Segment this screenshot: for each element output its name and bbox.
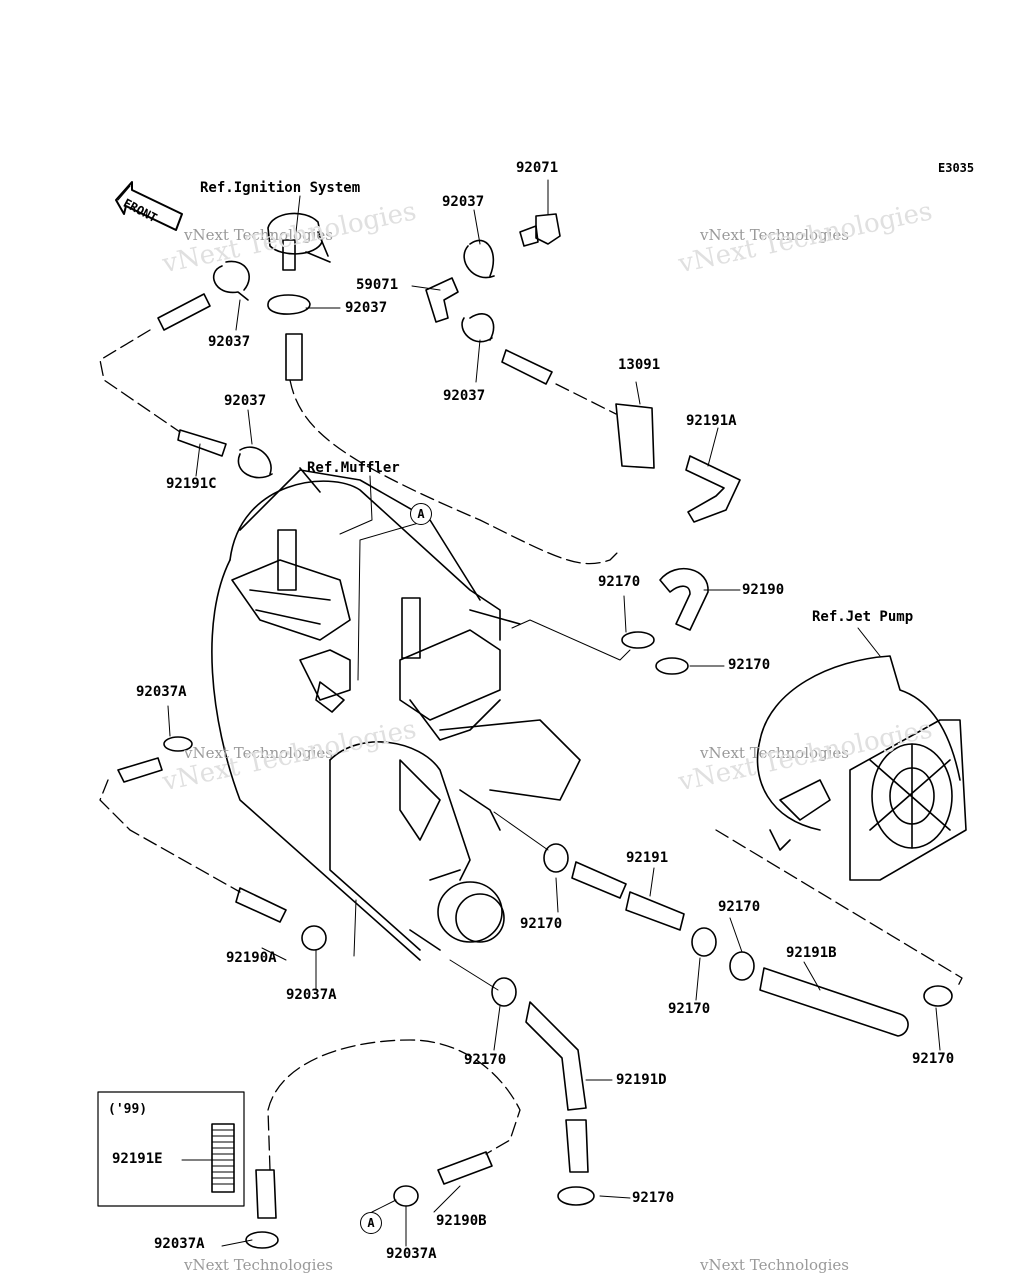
part-number[interactable]: 92037A	[136, 684, 187, 700]
part-number[interactable]: 59071	[356, 277, 399, 293]
part-number[interactable]: 92191D	[616, 1072, 667, 1088]
coiled-hose-icon	[211, 1123, 235, 1193]
part-number[interactable]: 92191C	[166, 476, 217, 492]
part-number[interactable]: 92170	[668, 1001, 711, 1017]
part-number[interactable]: 92037A	[286, 987, 337, 1003]
part-number[interactable]: 92191E	[112, 1151, 163, 1167]
part-number[interactable]: 92170	[718, 899, 761, 915]
part-number[interactable]: 92037	[224, 393, 267, 409]
front-arrow-icon	[115, 181, 183, 231]
part-number[interactable]: 92037A	[386, 1246, 437, 1262]
part-number[interactable]: 92170	[464, 1052, 507, 1068]
part-number[interactable]: 92037	[442, 194, 485, 210]
part-number[interactable]: 92190	[742, 582, 785, 598]
pipe-59071-icon	[425, 277, 459, 323]
part-number[interactable]: 92170	[598, 574, 641, 590]
connector-a-marker: A	[360, 1212, 382, 1234]
routing-line	[99, 329, 963, 1171]
part-number[interactable]: 92071	[516, 160, 559, 176]
connector-a-marker: A	[410, 503, 432, 525]
year-note: ('99)	[108, 1102, 148, 1117]
part-number[interactable]: 92190A	[226, 950, 277, 966]
clip-band-icon	[212, 239, 495, 479]
hose-icon	[117, 293, 909, 1219]
muffler-assembly-icon	[211, 467, 581, 961]
part-number[interactable]: 92170	[912, 1051, 955, 1067]
part-number[interactable]: 92170	[632, 1190, 675, 1206]
part-number[interactable]: 92191B	[786, 945, 837, 961]
part-number[interactable]: 92170	[728, 657, 771, 673]
part-number[interactable]: 92037	[345, 300, 388, 316]
part-number[interactable]: 92170	[520, 916, 563, 932]
part-number[interactable]: 92037	[208, 334, 251, 350]
part-number[interactable]: 92037A	[154, 1236, 205, 1252]
ref-muffler-label: Ref.Muffler	[307, 460, 400, 476]
part-number[interactable]: 92190B	[436, 1213, 487, 1229]
ignition-coil-icon	[267, 212, 331, 271]
ref-jet-pump-label: Ref.Jet Pump	[812, 609, 914, 625]
fitting-92071-icon	[519, 213, 561, 247]
part-number[interactable]: 92191A	[686, 413, 737, 429]
hose-clamp-icon	[163, 631, 953, 1249]
part-number[interactable]: 13091	[618, 357, 661, 373]
diagram-code: E3035	[938, 161, 975, 175]
leader-line	[167, 179, 941, 1247]
part-number[interactable]: 92037	[443, 388, 486, 404]
jet-pump-icon	[756, 655, 967, 881]
year-variant-box	[97, 1091, 245, 1207]
ref-ignition-label: Ref.Ignition System	[200, 180, 361, 196]
part-number[interactable]: 92191	[626, 850, 669, 866]
